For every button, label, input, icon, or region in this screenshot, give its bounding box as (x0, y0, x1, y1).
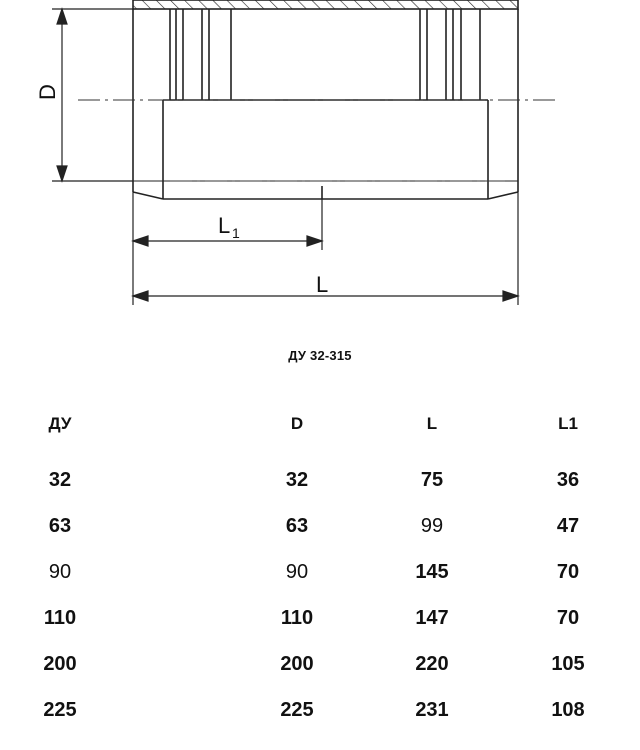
table-row: 32 32 75 36 (0, 462, 640, 508)
table-row: 90 90 145 70 (0, 554, 640, 600)
cell-l: 75 (420, 469, 444, 491)
cell-l: 99 (420, 515, 444, 537)
cell-du: 90 (48, 561, 72, 583)
cell-l1: 105 (551, 653, 585, 675)
cell-d: 63 (285, 515, 309, 537)
table-row: 200 200 220 105 (0, 646, 640, 692)
dimension-d (52, 7, 133, 183)
header-l1: L1 (558, 414, 578, 433)
cell-l: 147 (415, 607, 449, 629)
hatched-wall (132, 0, 519, 10)
header-d: D (290, 414, 304, 433)
cell-l1: 70 (556, 607, 580, 629)
table-row: 110 110 147 70 (0, 600, 640, 646)
cell-d: 32 (285, 469, 309, 491)
cell-d: 225 (280, 699, 314, 721)
dimension-l (131, 192, 520, 305)
cell-d: 110 (280, 607, 314, 629)
dimension-l1-subscript: 1 (232, 225, 240, 241)
cell-l: 231 (415, 699, 449, 721)
coupling-technical-drawing: D L 1 L (35, 0, 560, 305)
cell-l: 220 (415, 653, 449, 675)
table-row: 225 225 231 108 (0, 692, 640, 738)
cell-l1: 47 (556, 515, 580, 537)
center-lines (78, 99, 560, 182)
table-row: 63 63 99 47 (0, 508, 640, 554)
cell-du: 32 (48, 469, 72, 491)
cell-l1: 70 (556, 561, 580, 583)
size-range-caption: ДУ 32-315 (288, 348, 352, 363)
dimension-l1-label: L (218, 213, 230, 238)
cell-l: 145 (415, 561, 449, 583)
cell-l1: 108 (551, 699, 585, 721)
cell-du: 200 (43, 653, 77, 675)
dimension-d-label: D (35, 84, 60, 100)
dimensions-table: ДУ D L L1 32 32 75 36 63 63 99 47 90 90 … (0, 406, 640, 738)
cell-l1: 36 (556, 469, 580, 491)
cell-d: 90 (285, 561, 309, 583)
dimension-l-label: L (316, 272, 328, 297)
cell-du: 110 (43, 607, 77, 629)
cell-d: 200 (280, 653, 314, 675)
header-du: ДУ (48, 414, 72, 433)
header-l: L (426, 414, 438, 433)
dimension-l1 (131, 192, 324, 250)
table-header-row: ДУ D L L1 (0, 406, 640, 462)
cell-du: 225 (43, 699, 77, 721)
cell-du: 63 (48, 515, 72, 537)
